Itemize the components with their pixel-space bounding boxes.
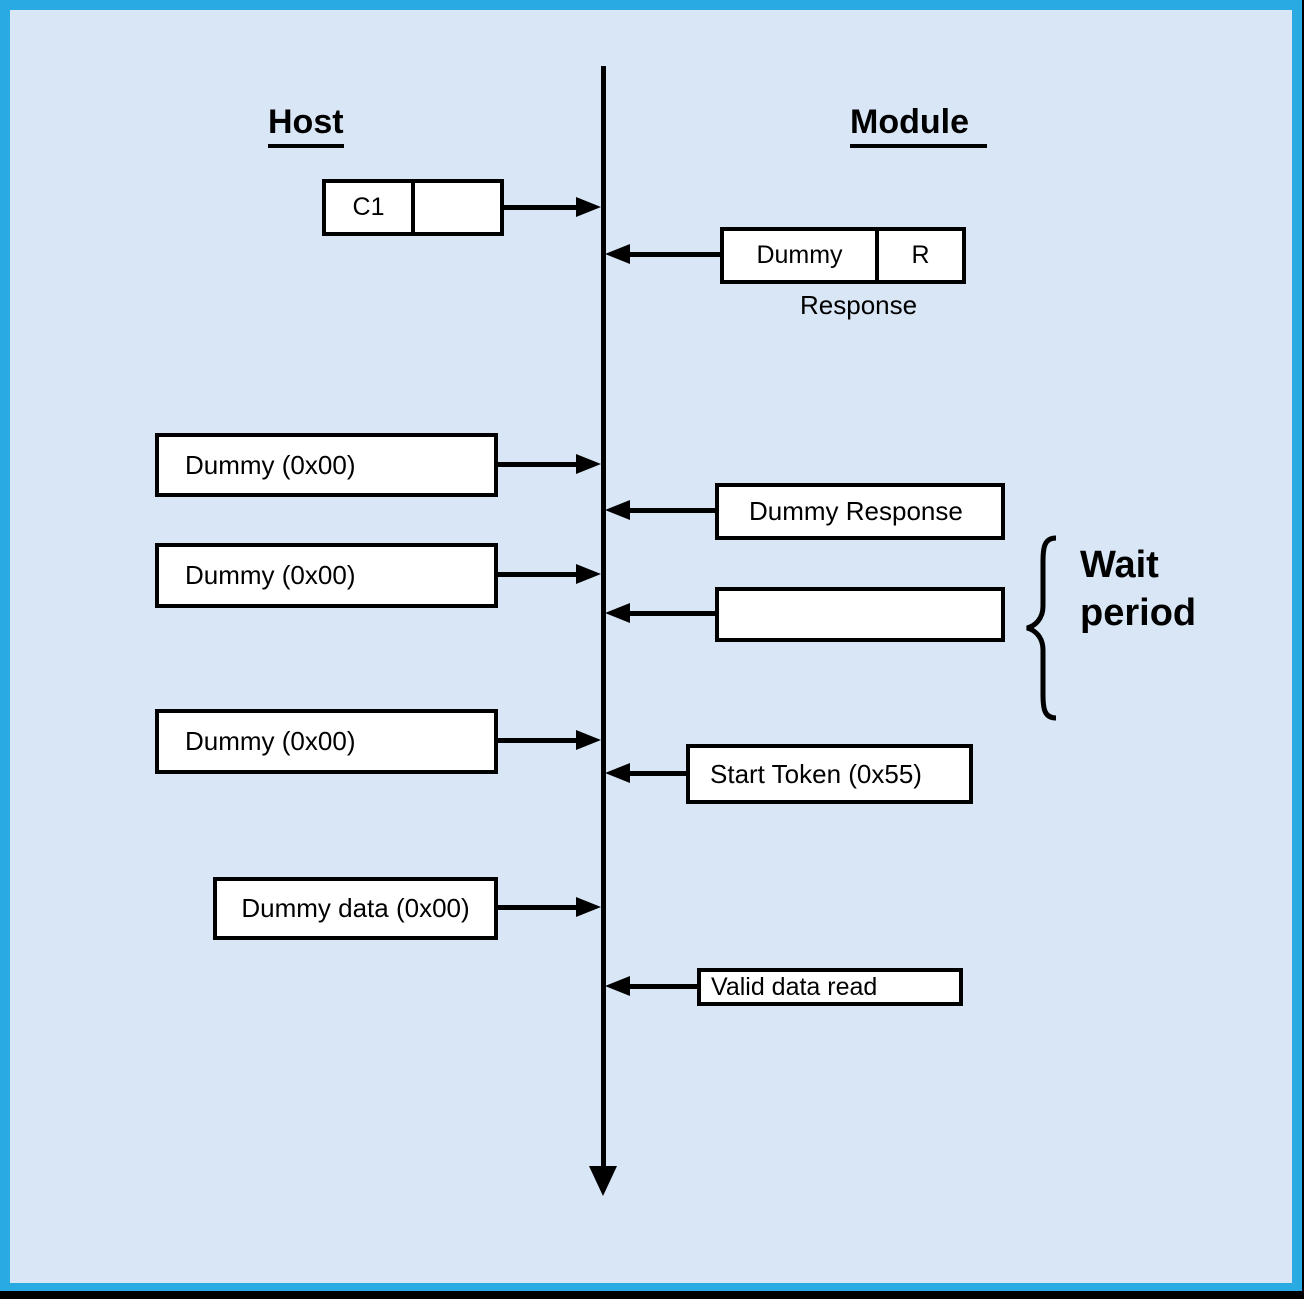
host-dummy3-box: Dummy (0x00)	[155, 709, 498, 774]
module-response-arrow-left-icon	[605, 244, 720, 264]
module-dummy-response-arrow-left-icon	[605, 500, 715, 520]
host-dummy1-arrow-right-icon	[498, 454, 601, 474]
wait-period-brace-icon	[1026, 535, 1057, 721]
host-dummy2-box: Dummy (0x00)	[155, 543, 498, 608]
host-dummy-data-box: Dummy data (0x00)	[213, 877, 498, 940]
module-valid-data-box: Valid data read	[697, 968, 963, 1006]
wait-period-line1: Wait	[1080, 544, 1159, 586]
diagram-canvas	[10, 10, 1292, 1283]
host-dummy1-box: Dummy (0x00)	[155, 433, 498, 497]
timeline-line	[601, 66, 606, 1168]
module-valid-data-arrow-left-icon	[605, 976, 697, 996]
module-column-title: Module	[850, 103, 987, 148]
module-start-token-arrow-left-icon	[605, 763, 686, 783]
wait-period-line2: period	[1080, 592, 1197, 634]
wait-period-label: Wait period	[1080, 541, 1196, 637]
host-dummy3-arrow-right-icon	[498, 730, 601, 750]
timeline-arrow-down-icon	[589, 1166, 617, 1196]
module-dummy-response-box: Dummy Response	[715, 483, 1005, 540]
module-wait-empty-box	[715, 587, 1005, 642]
host-column-title: Host	[268, 103, 344, 148]
module-response-box: Dummy R	[720, 227, 966, 284]
host-command-arrow-right-icon	[504, 197, 601, 217]
host-command-empty-cell	[411, 183, 500, 232]
response-caption: Response	[800, 290, 918, 320]
host-command-box: C1	[322, 179, 504, 236]
module-wait-arrow-left-icon	[605, 603, 715, 623]
module-response-dummy-cell: Dummy	[756, 241, 843, 269]
host-dummy-data-arrow-right-icon	[498, 897, 601, 917]
module-response-r-cell: R	[875, 231, 962, 280]
module-start-token-box: Start Token (0x55)	[686, 744, 973, 804]
host-command-c1-cell: C1	[352, 193, 385, 221]
host-dummy2-arrow-right-icon	[498, 564, 601, 584]
